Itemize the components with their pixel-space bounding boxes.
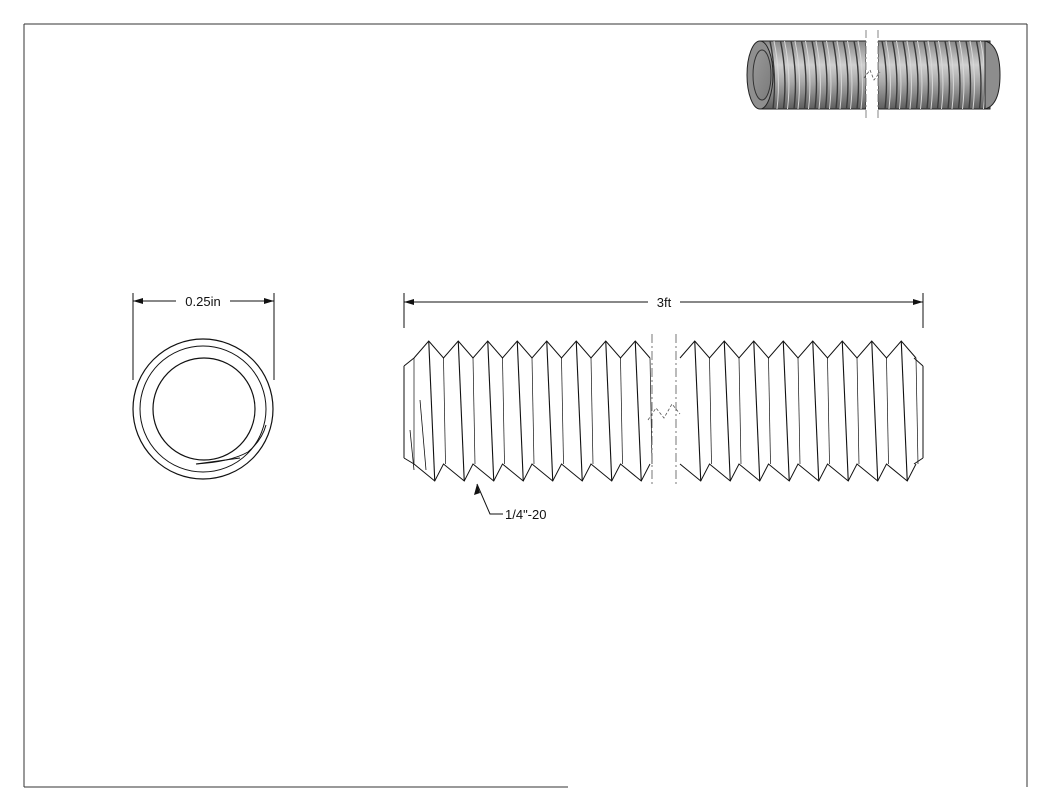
root-circle [139,345,267,473]
outer-thread-circle [132,338,274,480]
side-view: 3ft 1/4"-20 [403,293,924,522]
diameter-label: 0.25in [185,294,220,309]
length-label: 3ft [657,295,672,310]
thread-profile [403,340,924,482]
sheet-border [23,23,1028,788]
end-view: 0.25in [132,293,275,480]
isometric-rod-view [746,30,1001,120]
thread-callout-leader [474,483,503,515]
chamfer-circle [152,357,256,461]
thread-callout-label: 1/4"-20 [505,507,546,522]
